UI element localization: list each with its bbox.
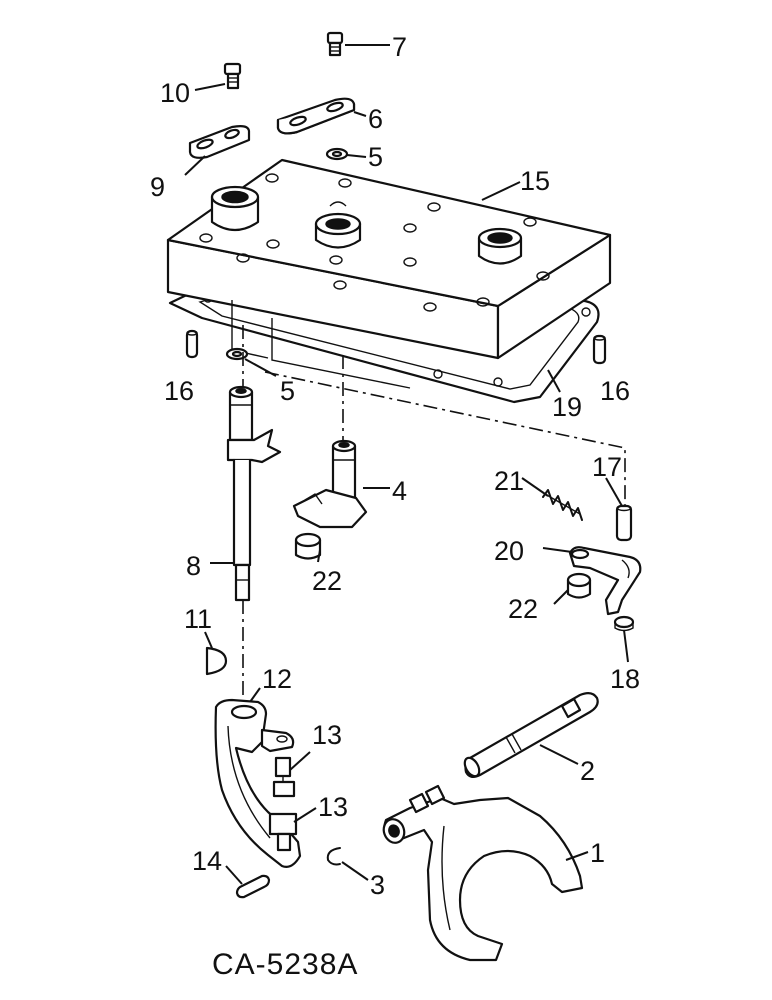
part-20-shift-lug [568,546,642,616]
callout-15: 15 [520,166,550,196]
part-17-pin [615,504,633,542]
part-22-roller-right [566,572,592,599]
part-14-roll-pin [235,874,271,899]
callout-labels: 7 10 6 5 9 15 16 5 19 16 4 21 17 8 20 22… [150,32,640,900]
callout-22-left: 22 [312,566,342,596]
callout-1: 1 [590,838,605,868]
callout-11: 11 [184,604,212,634]
part-9-retainer-plate [188,125,251,159]
part-1-shift-fork [382,784,584,962]
callout-7: 7 [392,32,407,62]
callout-13-lower: 13 [318,792,348,822]
part-15-shifter-cover [166,158,612,360]
callout-22-right: 22 [508,594,538,624]
figure-code: CA-5238A [212,948,358,981]
part-6-retainer-plate [276,97,356,135]
part-4-shift-rail [292,439,368,529]
callout-16-left: 16 [164,376,194,406]
callout-17: 17 [592,452,622,482]
callout-8: 8 [186,551,201,581]
callout-9: 9 [150,172,165,202]
part-16-dowel-pin-left [185,329,199,359]
callout-10: 10 [160,78,190,108]
leader-lines [184,44,629,885]
callout-5-top: 5 [368,142,383,172]
part-8-shift-rail [226,385,282,602]
callout-13-upper: 13 [312,720,342,750]
part-16-dowel-pin-right [592,334,607,365]
part-5-washer-top [325,147,349,161]
part-10-bolt [223,62,242,90]
part-3-snap-ring [326,847,341,866]
callout-5-lower: 5 [280,376,295,406]
part-13-block-lower [268,812,298,852]
part-5-washer-lower [225,347,249,361]
callout-19: 19 [552,392,582,422]
callout-4: 4 [392,476,407,506]
callout-14: 14 [192,846,222,876]
part-11-key [205,646,228,676]
callout-3: 3 [370,870,385,900]
part-7-bolt [326,31,344,57]
callout-21: 21 [494,466,524,496]
callout-6: 6 [368,104,383,134]
callout-2: 2 [580,756,595,786]
callout-12: 12 [262,664,292,694]
part-2-shift-rail [463,691,599,779]
callout-16-right: 16 [600,376,630,406]
part-21-spring [542,489,583,521]
callout-18: 18 [610,664,640,694]
part-18-nut [613,615,635,632]
part-13-block-upper [272,756,296,798]
part-22-roller-left [294,532,322,560]
callout-20: 20 [494,536,524,566]
